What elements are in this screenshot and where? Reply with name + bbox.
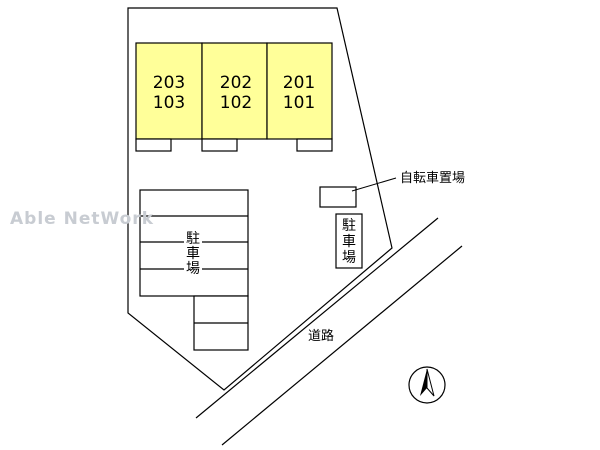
road bbox=[195, 217, 463, 446]
parking-right: 駐 車 場 bbox=[335, 213, 363, 269]
entrance-step bbox=[201, 138, 238, 152]
watermark-logo: Able NetWork bbox=[10, 209, 154, 229]
parking-left-label: 場 bbox=[186, 261, 200, 277]
bicycle-parking: 自転車置場 bbox=[319, 171, 465, 208]
unit-upper-label: 202 bbox=[220, 73, 252, 93]
north-arrow-icon bbox=[408, 366, 446, 404]
parking-left: 駐 車 場 bbox=[139, 189, 249, 351]
parking-right-label: 車 bbox=[342, 233, 356, 250]
parking-right-label: 場 bbox=[342, 250, 356, 266]
bicycle-parking-label: 自転車置場 bbox=[400, 171, 465, 186]
parking-left-label: 駐 bbox=[186, 231, 200, 247]
unit-lower-label: 103 bbox=[153, 93, 185, 113]
unit-lower-label: 101 bbox=[283, 93, 315, 113]
entrance-step bbox=[135, 138, 172, 152]
road-label: 道路 bbox=[308, 328, 334, 344]
parking-left-label: 車 bbox=[186, 245, 200, 262]
unit-upper-label: 203 bbox=[153, 73, 185, 93]
parking-right-label: 駐 bbox=[342, 218, 356, 234]
unit-203-103 bbox=[135, 42, 203, 140]
building: 203 103 202 102 201 101 bbox=[135, 42, 333, 152]
entrance-step bbox=[296, 138, 333, 152]
unit-lower-label: 102 bbox=[220, 93, 252, 113]
unit-upper-label: 201 bbox=[283, 73, 315, 93]
